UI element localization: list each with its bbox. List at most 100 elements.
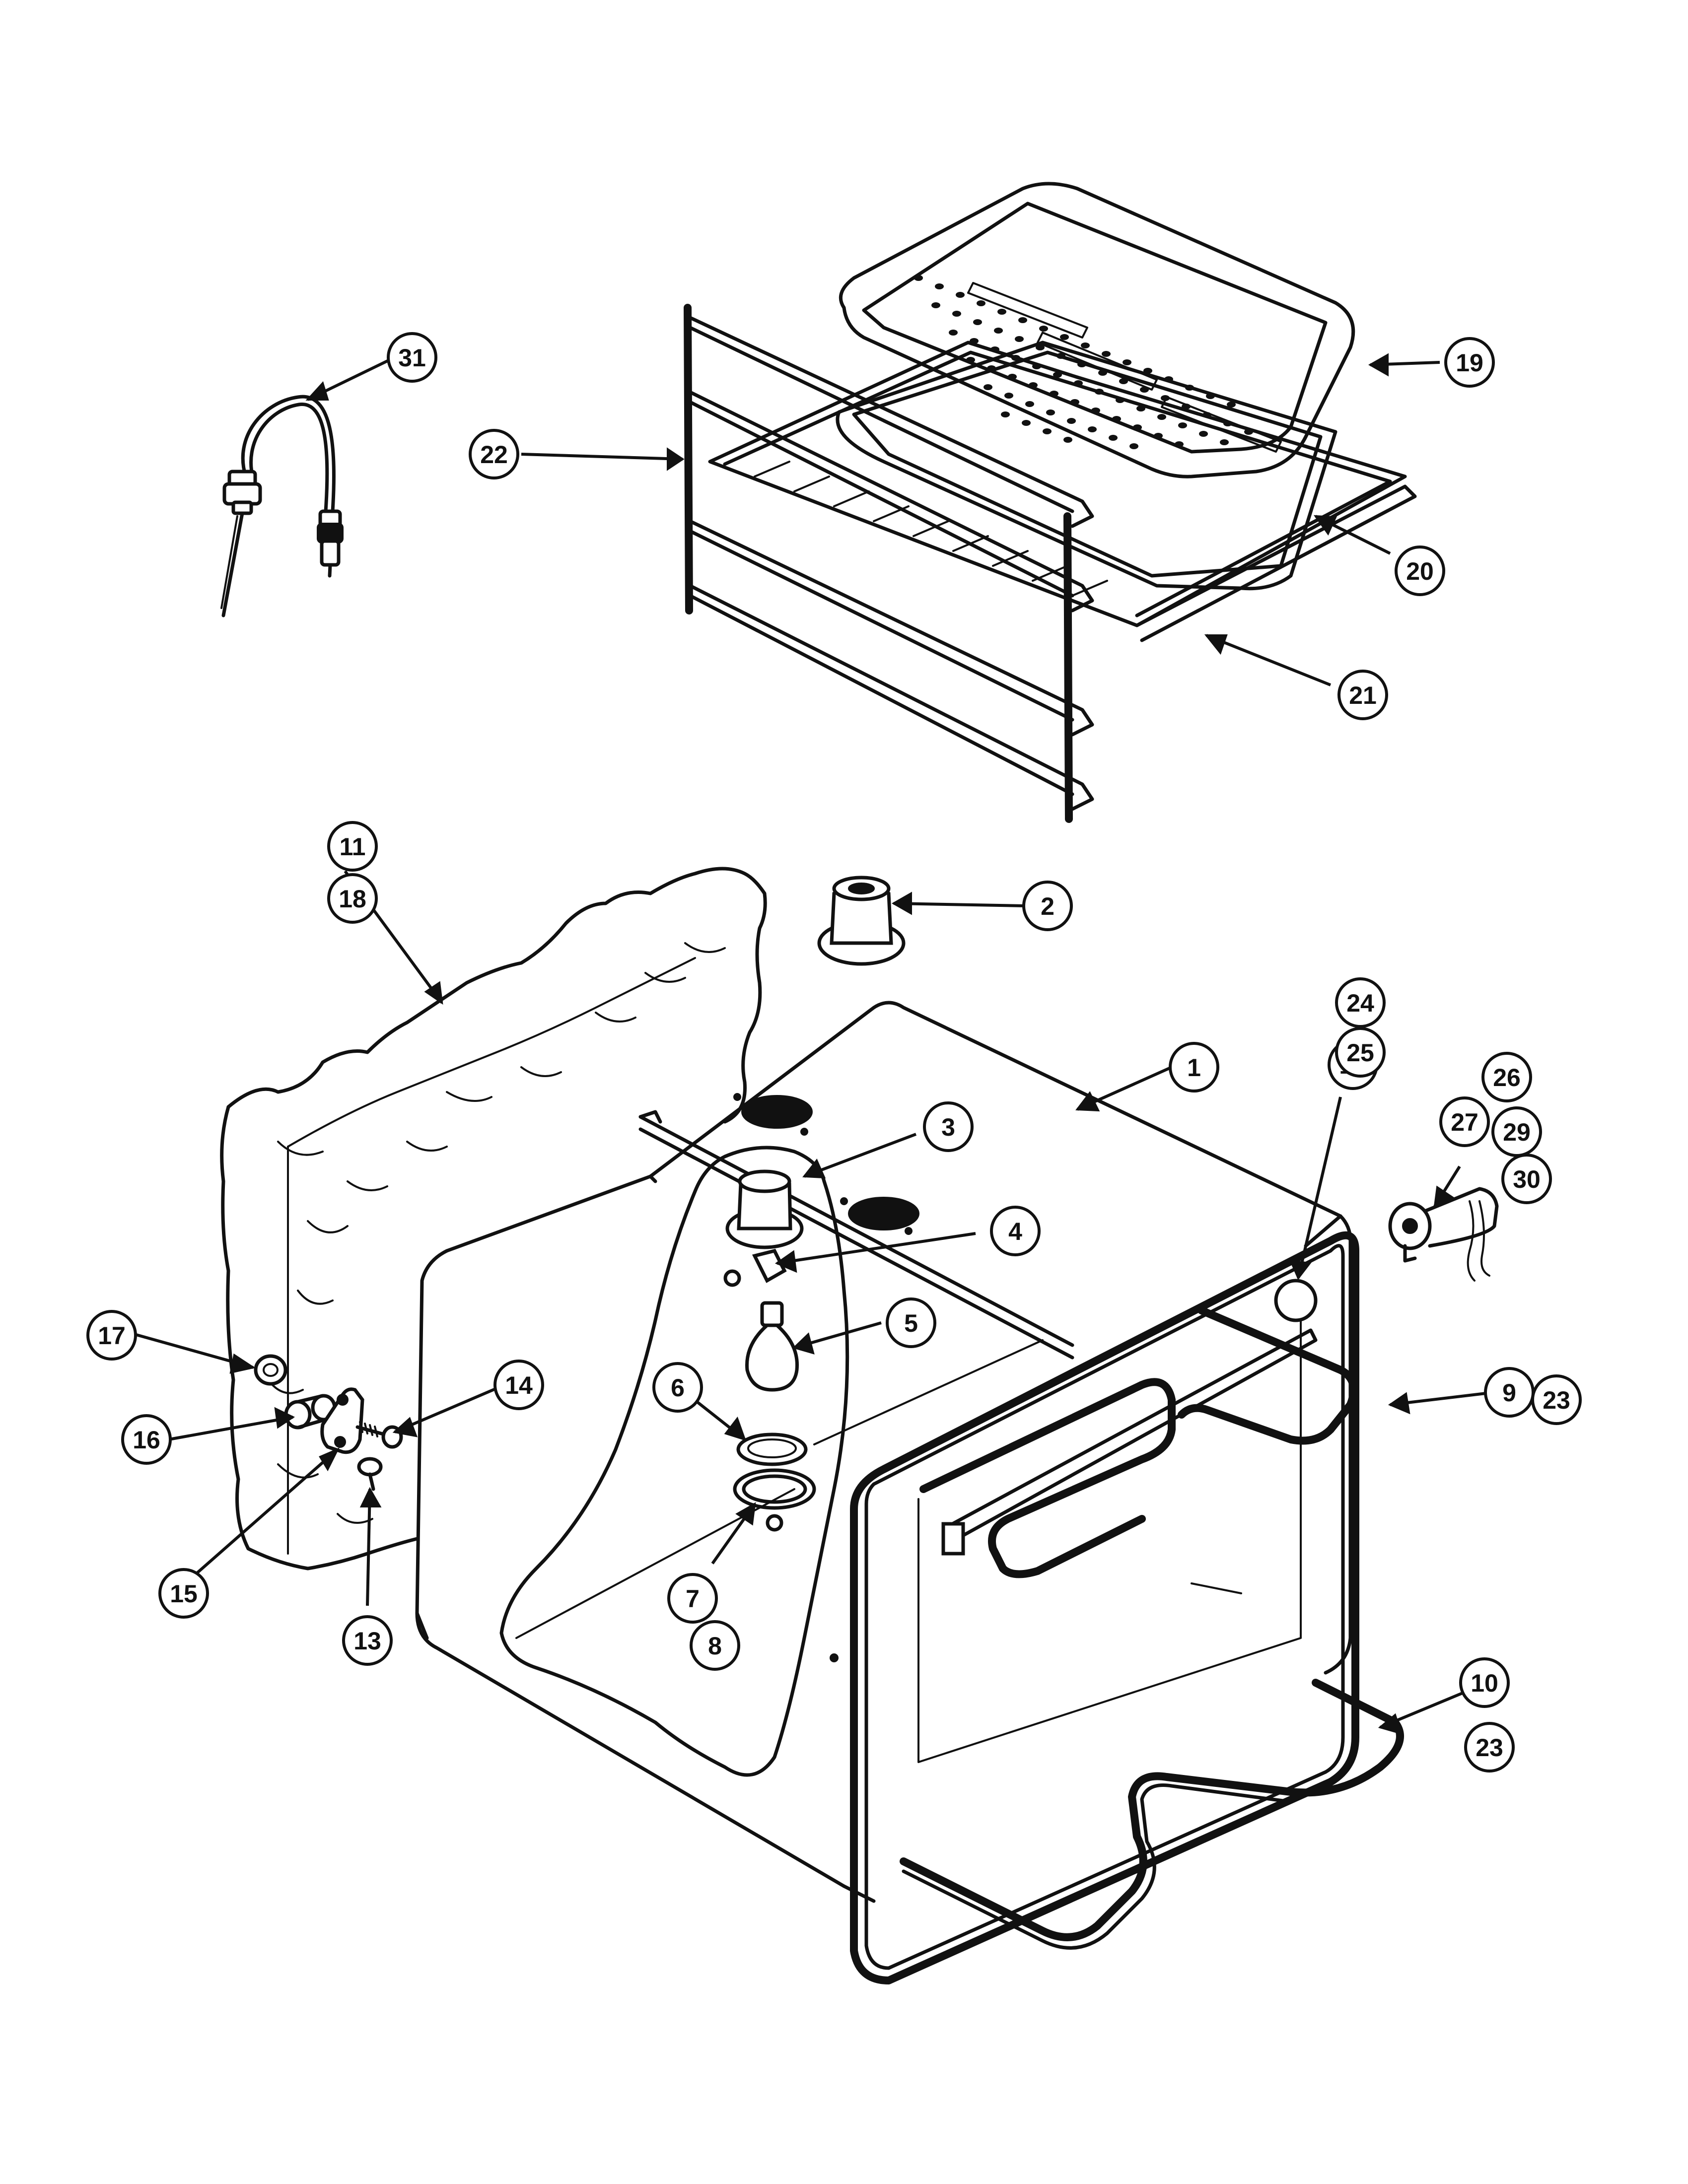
broiler-hole [1074,380,1083,386]
broiler-hole [1091,408,1100,413]
broiler-hole [1081,342,1090,348]
callout-circle [327,821,378,872]
callout-circle [1501,1154,1552,1204]
callout-circle [1464,1722,1515,1773]
callout-23: 23 [1464,1722,1515,1773]
callout-8: 8 [690,1620,740,1671]
callout-27: 27 [1439,1096,1490,1147]
callout-number: 6 [671,1374,685,1402]
callout-number: 4 [1008,1218,1022,1245]
callout-19: 19 [1444,337,1495,388]
callout-circle [990,1206,1041,1256]
broiler-hole [1129,443,1138,449]
broiler-hole [973,319,982,325]
broiler-hole [1043,428,1052,434]
broiler-hole [977,300,985,306]
broiler-hole [1050,391,1058,397]
callout-number: 25 [1346,1039,1374,1067]
callout-15: 15 [158,1568,209,1619]
broiler-hole [1029,382,1038,388]
hinge-parts-drawing [254,1354,403,1491]
oven-cavity-drawing [415,1001,1359,1984]
broiler-pan-drawing [836,341,1337,591]
callout-circle [652,1362,703,1413]
broiler-hole [956,292,965,298]
broiler-hole [1123,359,1131,365]
callout-circle [493,1360,544,1410]
callout-number: 10 [1471,1669,1498,1697]
bake-element-drawing [900,1679,1404,1950]
broiler-hole [952,311,961,317]
broiler-hole [1032,363,1041,369]
callout-2: 2 [1022,881,1073,931]
broiler-hole [1070,399,1079,405]
callout-circle [469,429,519,479]
callout-circle [690,1620,740,1671]
broiler-hole [1067,418,1076,424]
broil-element-drawing [919,1306,1358,1578]
broiler-hole [1136,406,1145,411]
broiler-hole [984,384,992,390]
callout-circle [1395,546,1445,596]
broiler-hole [994,328,1003,334]
light-lens-clip-drawing [723,1248,787,1287]
broiler-hole [935,283,944,289]
broiler-hole [1161,395,1170,401]
callout-31: 31 [387,332,437,383]
broiler-hole [1004,393,1013,399]
callout-7: 7 [667,1573,718,1624]
callout-number: 15 [170,1580,198,1608]
callout-circle [886,1297,936,1348]
callout-circle [1022,881,1073,931]
sensor-drawing [1388,1187,1499,1282]
callout-number: 22 [480,441,508,469]
callout-16: 16 [121,1414,172,1465]
callout-6: 6 [652,1362,703,1413]
broiler-hole [990,346,999,352]
broiler-hole [914,275,923,281]
callout-circle [667,1573,718,1624]
callout-number: 21 [1349,682,1377,709]
callout-number: 16 [133,1426,160,1454]
callout-bubbles: 1234567891011121314151617181920212223232… [86,332,1582,1773]
callout-24: 24 [1335,977,1386,1028]
broiler-hole [1098,370,1107,376]
light-socket-top-drawing [817,876,906,966]
callout-14: 14 [493,1360,544,1410]
broiler-hole [1133,424,1142,430]
callout-circle [1337,670,1388,720]
callout-18: 18 [327,873,378,924]
callout-circle [1531,1374,1582,1425]
callout-circle [158,1568,209,1619]
leader-arrowheads [229,353,1454,1735]
callout-circle [1335,977,1386,1028]
callout-circle [387,332,437,383]
broiler-hole [1036,344,1045,350]
callout-number: 27 [1451,1108,1478,1136]
callout-13: 13 [342,1615,393,1666]
broiler-hole [931,302,940,308]
callout-number: 26 [1493,1064,1521,1092]
callout-4: 4 [990,1206,1041,1256]
broiler-hole [1202,412,1211,418]
callout-10: 10 [1459,1657,1510,1708]
broiler-hole [1185,385,1194,391]
callout-circle [121,1414,172,1465]
callout-number: 11 [340,833,366,861]
broiler-hole [1223,420,1232,426]
broiler-hole [1053,372,1062,378]
broiler-hole [1175,441,1184,447]
callout-circle [1459,1657,1510,1708]
callout-29: 29 [1491,1106,1542,1157]
light-lens-drawing [736,1433,808,1466]
callout-11: 11 [327,821,378,872]
broiler-grid-drawing [839,182,1355,478]
broiler-hole [1112,416,1121,422]
meat-probe-drawing [220,395,344,617]
broiler-hole [1102,351,1111,357]
callout-number: 29 [1503,1118,1531,1146]
broiler-hole [1060,334,1069,340]
callout-23: 23 [1531,1374,1582,1425]
callout-30: 30 [1501,1154,1552,1204]
callout-circle [1169,1042,1219,1092]
